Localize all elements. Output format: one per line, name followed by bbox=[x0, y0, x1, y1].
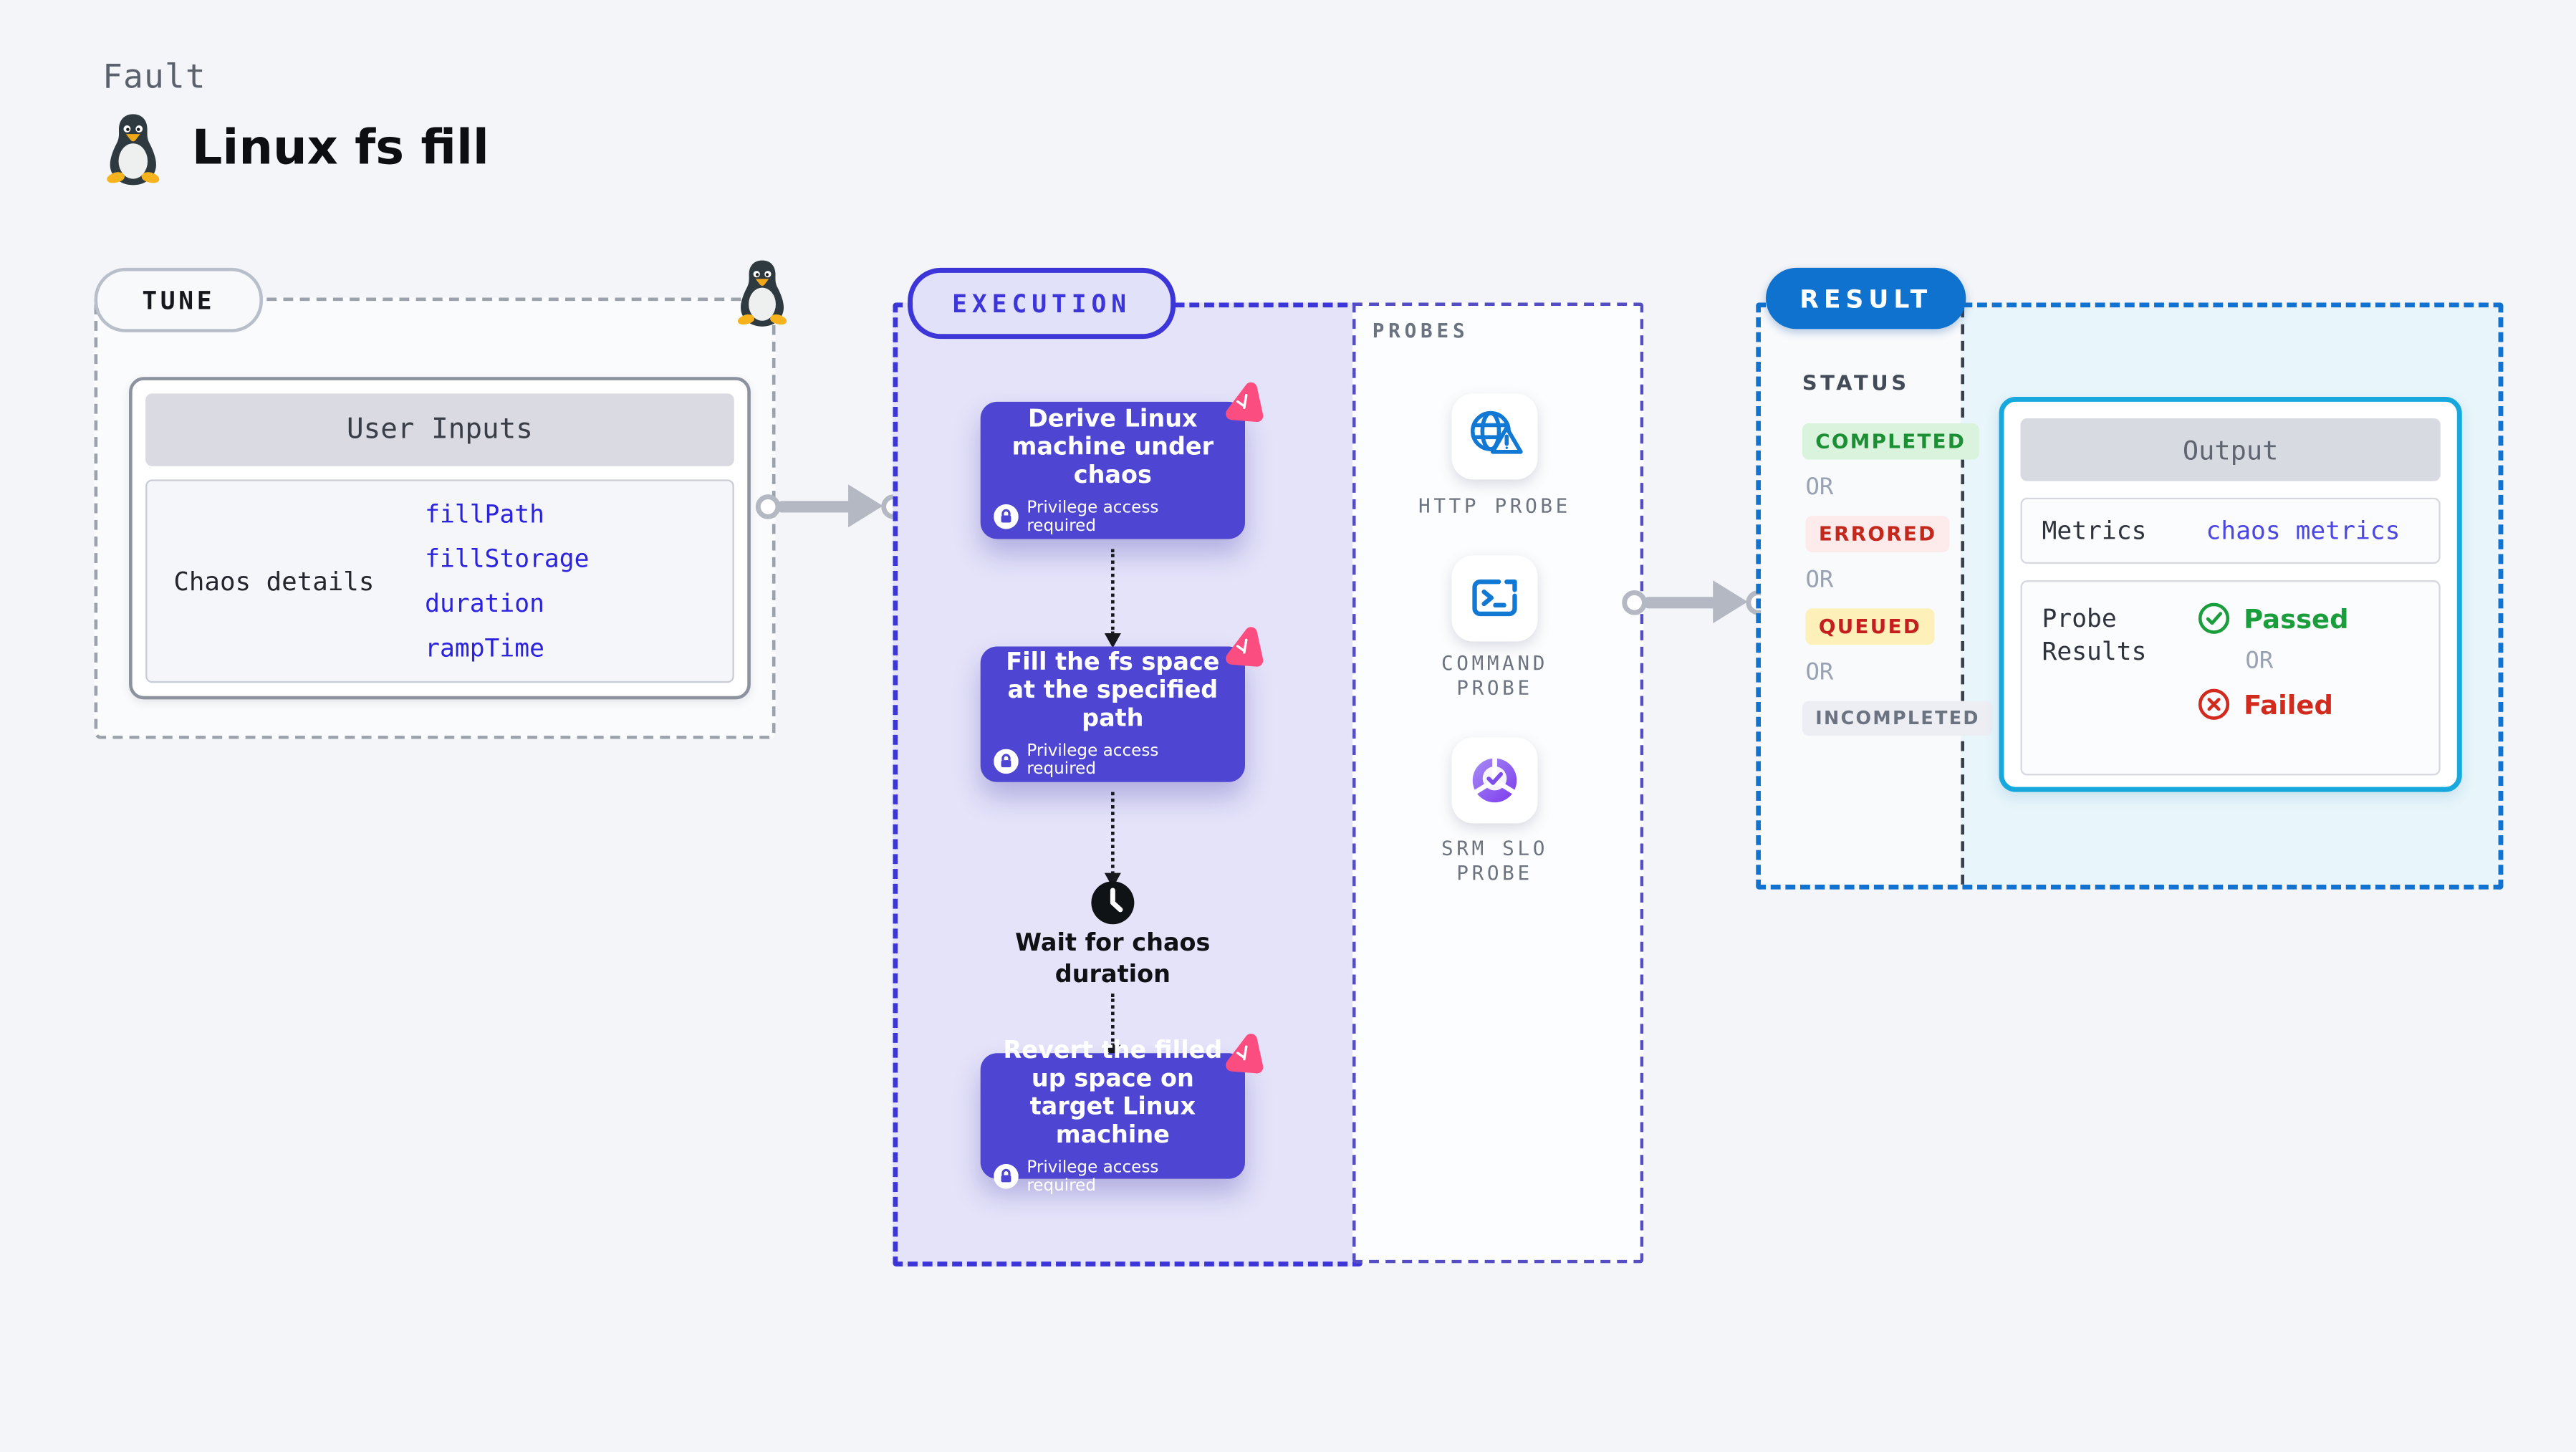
execution-badge: EXECUTION bbox=[908, 267, 1176, 340]
status-badge-completed: COMPLETED bbox=[1802, 423, 1979, 460]
command-probe-card bbox=[1451, 555, 1538, 642]
arrow-start-dot bbox=[1622, 590, 1647, 615]
chaos-fault-icon bbox=[1226, 627, 1264, 667]
privilege-note-text: Privilege access required bbox=[1027, 1158, 1159, 1195]
probes-label: PROBES bbox=[1372, 319, 1469, 342]
probe-results-values: Passed OR Failed bbox=[2197, 602, 2349, 754]
status-badge-queued: QUEUED bbox=[1805, 608, 1935, 645]
wait-duration-label: Wait for chaos duration bbox=[1015, 931, 1211, 989]
flow-arrow-down bbox=[1104, 792, 1121, 888]
execution-to-result-arrow bbox=[1622, 580, 1771, 624]
passed-label: Passed bbox=[2244, 602, 2349, 635]
output-card: Output Metrics chaos metrics Probe Resul… bbox=[1999, 396, 2462, 792]
arrow-line bbox=[1643, 597, 1720, 609]
srm-slo-probe-card bbox=[1451, 737, 1538, 824]
clock-icon bbox=[1091, 881, 1135, 925]
lock-icon bbox=[994, 504, 1019, 529]
http-probe-card bbox=[1451, 393, 1538, 480]
step-title: Fill the fs space at the specified path bbox=[1006, 650, 1220, 733]
or-separator: OR bbox=[1805, 567, 1834, 594]
param-ramptime: rampTime bbox=[425, 633, 544, 663]
arrow-start-dot bbox=[755, 494, 781, 519]
arrow-line bbox=[777, 501, 855, 513]
status-panel bbox=[1761, 307, 1961, 885]
status-badge-errored: ERRORED bbox=[1805, 516, 1950, 552]
fault-eyebrow: Fault bbox=[102, 56, 206, 96]
output-header: Output bbox=[2020, 418, 2441, 481]
privilege-note-text: Privilege access required bbox=[1027, 742, 1159, 779]
terminal-icon bbox=[1472, 580, 1517, 617]
privilege-note: Privilege access required bbox=[994, 1158, 1231, 1195]
srm-slo-probe-label: SRM SLO PROBE bbox=[1441, 836, 1549, 885]
step-title: Derive Linux machine under chaos bbox=[1011, 405, 1214, 489]
execution-step-revert: Revert the filled up space on target Lin… bbox=[980, 1034, 1264, 1195]
arrow-head bbox=[848, 484, 883, 528]
page-title: Linux fs fill bbox=[191, 119, 489, 176]
probe-results-row: Probe Results Passed OR Failed bbox=[2020, 580, 2441, 776]
failed-line: Failed bbox=[2197, 688, 2348, 721]
param-duration: duration bbox=[425, 588, 544, 619]
passed-line: Passed bbox=[2197, 602, 2349, 635]
privilege-note: Privilege access required bbox=[994, 499, 1231, 535]
arrow-head bbox=[1713, 580, 1748, 624]
failed-label: Failed bbox=[2244, 688, 2333, 721]
step-title: Revert the filled up space on target Lin… bbox=[1003, 1037, 1223, 1148]
status-list: STATUS COMPLETED OR ERRORED OR QUEUED OR… bbox=[1802, 370, 1994, 736]
result-divider bbox=[1961, 307, 1965, 885]
execution-step-derive: Derive Linux machine under chaos Privile… bbox=[980, 382, 1264, 539]
tune-to-execution-arrow bbox=[755, 484, 906, 528]
user-inputs-header: User Inputs bbox=[145, 393, 734, 466]
http-probe-label: HTTP PROBE bbox=[1418, 494, 1571, 518]
or-separator: OR bbox=[2245, 648, 2274, 675]
lock-icon bbox=[994, 748, 1019, 774]
status-badge-incompleted: INCOMPLETED bbox=[1802, 701, 1994, 736]
param-fillpath: fillPath bbox=[425, 499, 544, 529]
metrics-value: chaos metrics bbox=[2206, 516, 2400, 546]
chaos-params-list: fillPath fillStorage duration rampTime bbox=[425, 481, 732, 681]
chaos-fault-icon bbox=[1226, 382, 1264, 423]
result-badge: RESULT bbox=[1766, 267, 1966, 330]
user-inputs-row: Chaos details fillPath fillStorage durat… bbox=[145, 479, 734, 683]
chaos-details-label: Chaos details bbox=[173, 566, 375, 597]
lock-icon bbox=[994, 1163, 1019, 1189]
metrics-row: Metrics chaos metrics bbox=[2020, 497, 2441, 564]
status-heading: STATUS bbox=[1802, 370, 1910, 395]
tune-badge: TUNE bbox=[94, 267, 263, 332]
execution-step-fill: Fill the fs space at the specified path … bbox=[980, 627, 1264, 782]
or-separator: OR bbox=[1805, 474, 1834, 501]
flow-arrow-down bbox=[1104, 549, 1121, 648]
tux-penguin-icon bbox=[737, 260, 787, 327]
param-fillstorage: fillStorage bbox=[425, 544, 590, 574]
command-probe-label: COMMAND PROBE bbox=[1441, 651, 1549, 700]
slo-donut-icon bbox=[1472, 756, 1517, 803]
chaos-fault-icon bbox=[1226, 1034, 1264, 1074]
privilege-note: Privilege access required bbox=[994, 742, 1231, 779]
or-separator: OR bbox=[1805, 659, 1834, 686]
privilege-note-text: Privilege access required bbox=[1027, 498, 1159, 535]
tux-penguin-icon bbox=[107, 114, 160, 186]
probe-results-label: Probe Results bbox=[2042, 603, 2147, 667]
metrics-label: Metrics bbox=[2042, 516, 2147, 546]
check-circle-icon bbox=[2198, 602, 2230, 634]
globe-alert-icon bbox=[1470, 410, 1523, 454]
x-circle-icon bbox=[2198, 688, 2230, 720]
user-inputs-table: User Inputs Chaos details fillPath fillS… bbox=[129, 377, 751, 700]
